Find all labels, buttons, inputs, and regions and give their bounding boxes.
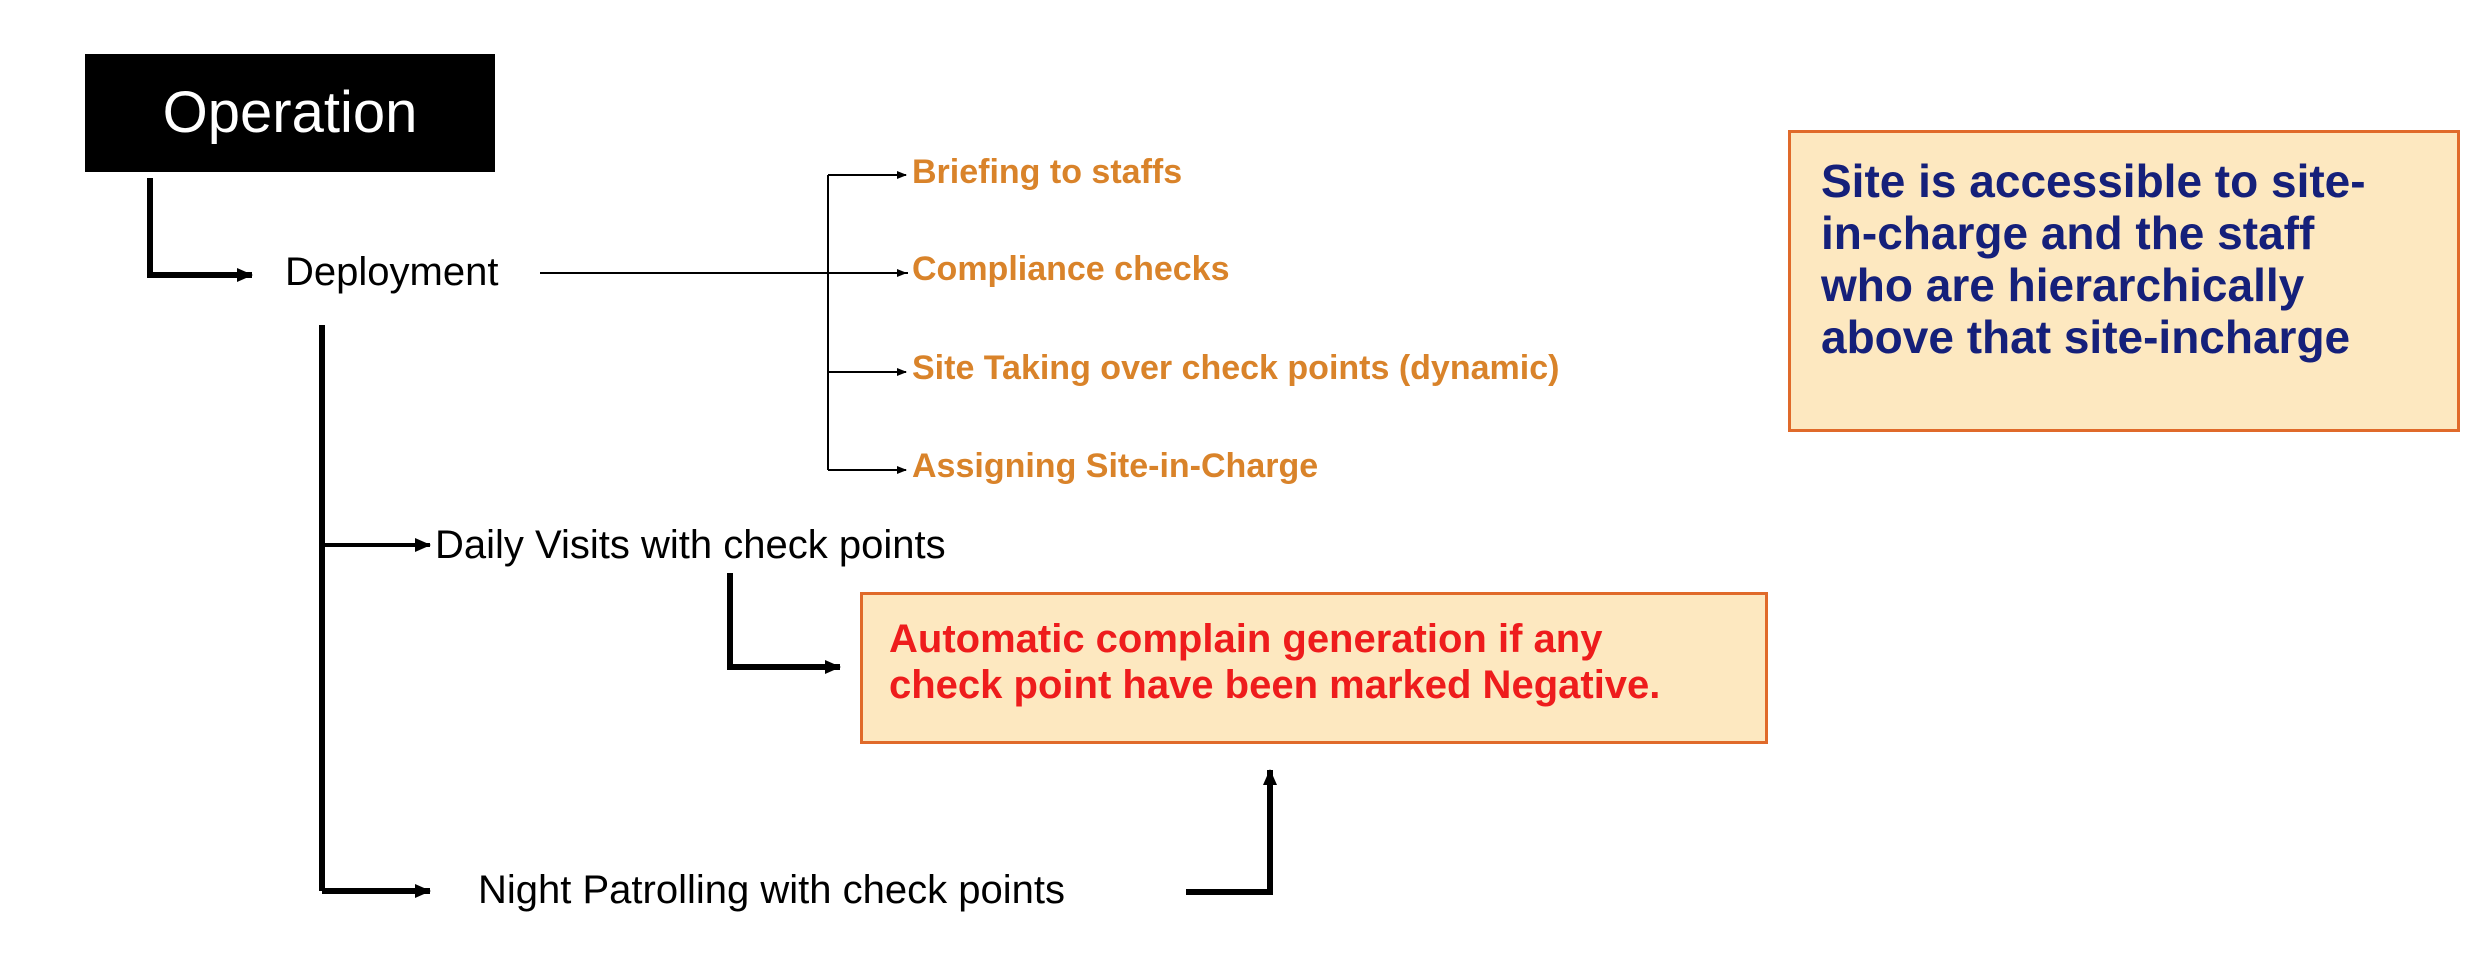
complain-note-line-1: Automatic complain generation if any	[889, 617, 1603, 661]
access-note: Site is accessible to site- in-charge an…	[1788, 130, 2460, 432]
access-note-line-1: Site is accessible to site-	[1821, 155, 2366, 207]
complain-note-line-2: check point have been marked Negative.	[889, 663, 1661, 707]
connector-night-complain	[1186, 769, 1277, 895]
access-note-line-3: who are hierarchically	[1821, 259, 2305, 311]
subitem-assigning: Assigning Site-in-Charge	[912, 447, 1319, 485]
operation-label: Operation	[162, 80, 418, 145]
deployment-node: Deployment	[285, 250, 499, 294]
connector-operation-deployment	[147, 178, 253, 282]
subitem-compliance: Compliance checks	[912, 250, 1230, 288]
subitem-briefing: Briefing to staffs	[912, 153, 1183, 191]
night-patrolling-node: Night Patrolling with check points	[478, 868, 1065, 912]
operation-node: Operation	[85, 54, 495, 172]
complain-note: Automatic complain generation if any che…	[860, 592, 1768, 744]
connector-daily-complain	[727, 573, 841, 674]
access-note-line-4: above that site-incharge	[1821, 311, 2351, 363]
access-note-line-2: in-charge and the staff	[1821, 207, 2315, 259]
subitem-site-taking: Site Taking over check points (dynamic)	[912, 349, 1560, 387]
daily-visits-node: Daily Visits with check points	[435, 523, 946, 567]
